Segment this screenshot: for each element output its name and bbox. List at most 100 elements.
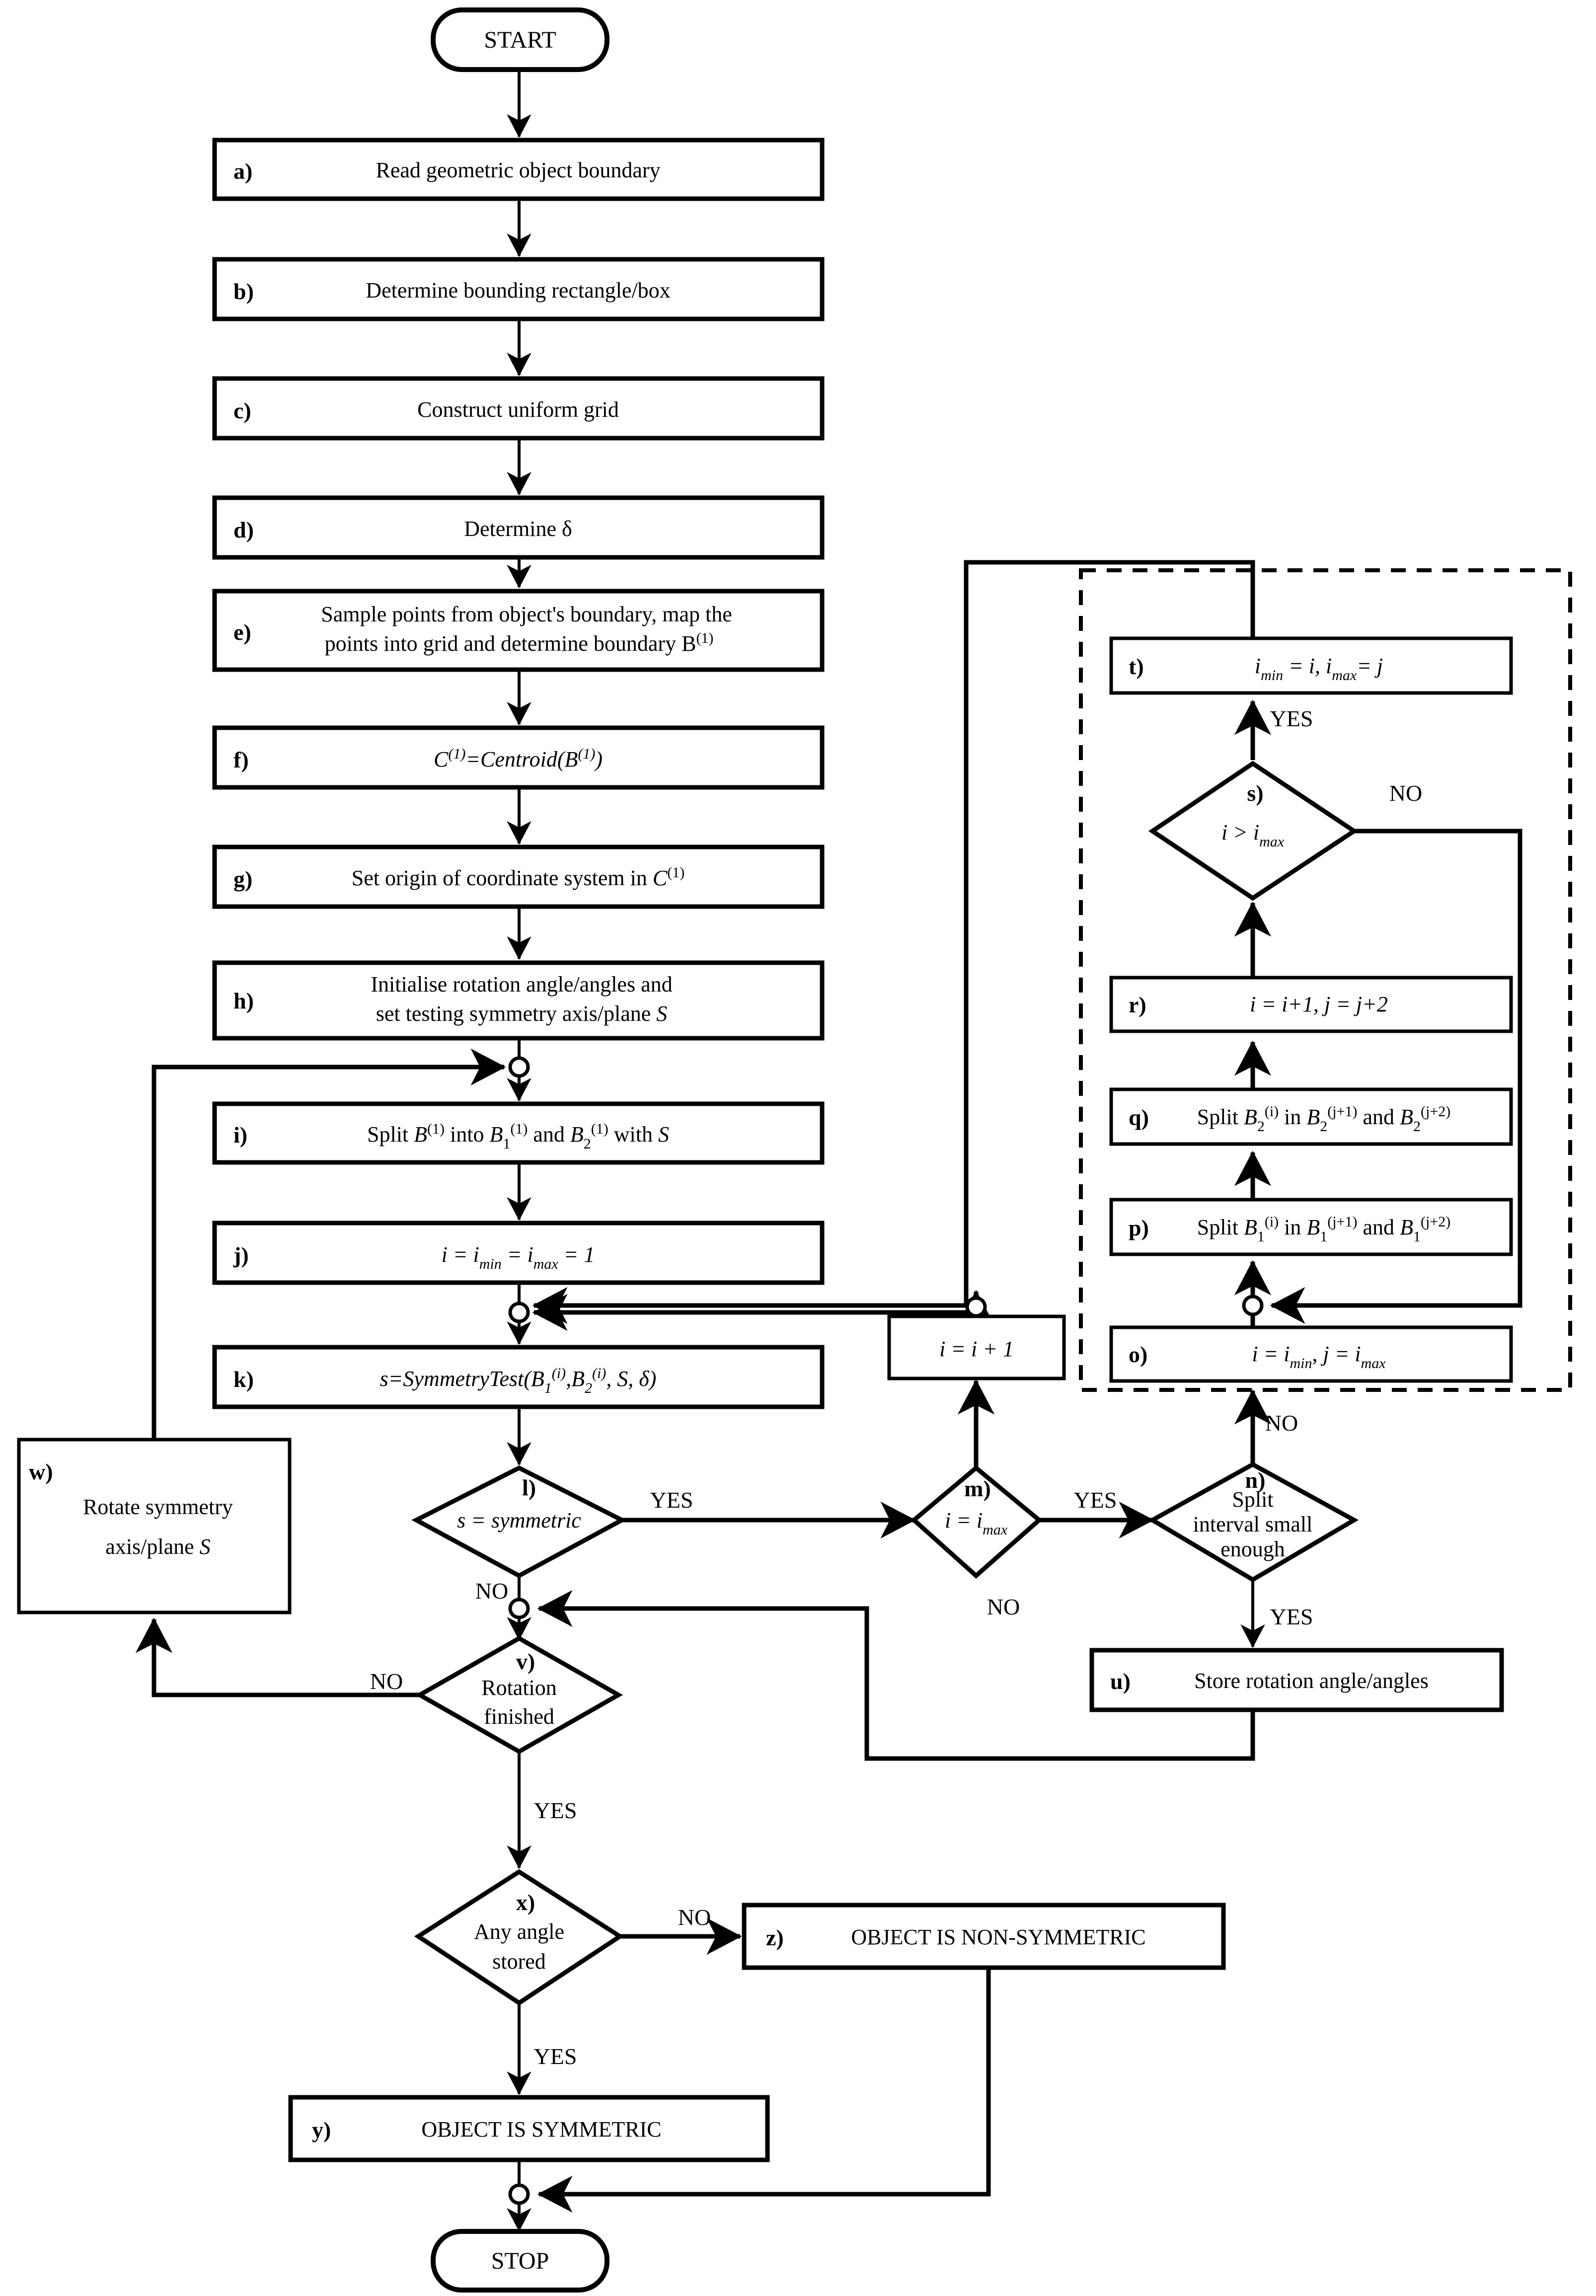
node-s-tag: s) bbox=[1247, 780, 1263, 806]
edge-label-l-no: NO bbox=[475, 1578, 508, 1604]
junction-dot-before-v bbox=[508, 1598, 530, 1619]
node-b-tag: b) bbox=[233, 279, 254, 304]
node-q[interactable]: q) Split B2(i) in B2(j+1) and B2(j+2) bbox=[1109, 1087, 1513, 1146]
node-k[interactable]: k) s=SymmetryTest(B1(i),B2(i), S, δ) bbox=[212, 1345, 825, 1409]
node-r-tag: r) bbox=[1129, 992, 1146, 1017]
node-v-label-line2: finished bbox=[484, 1704, 554, 1729]
node-r-label: i = i+1, j = j+2 bbox=[1250, 992, 1388, 1016]
node-m-tag: m) bbox=[964, 1476, 991, 1501]
node-j-tag: j) bbox=[233, 1242, 249, 1268]
node-start-label: START bbox=[484, 27, 556, 53]
node-c-tag: c) bbox=[233, 398, 251, 423]
node-m[interactable]: m) i = imax bbox=[911, 1465, 1043, 1579]
edge-label-m-no: NO bbox=[987, 1594, 1020, 1619]
node-increment[interactable]: i = i + 1 bbox=[887, 1314, 1066, 1380]
node-p[interactable]: p) Split B1(i) in B1(j+1) and B1(j+2) bbox=[1109, 1198, 1513, 1256]
node-h-tag: h) bbox=[233, 988, 254, 1013]
edge-label-n-yes: YES bbox=[1270, 1604, 1313, 1629]
node-n-label-line1: Split bbox=[1232, 1487, 1273, 1512]
node-y[interactable]: y) OBJECT IS SYMMETRIC bbox=[288, 2095, 770, 2162]
node-w-tag: w) bbox=[29, 1459, 53, 1484]
edge-label-x-no: NO bbox=[678, 1905, 711, 1930]
node-w-label-line2: axis/plane S bbox=[105, 1534, 210, 1559]
edge-label-n-no: NO bbox=[1265, 1410, 1298, 1436]
node-u-tag: u) bbox=[1110, 1669, 1131, 1694]
junction-dot-inc-return bbox=[965, 1296, 987, 1318]
node-y-tag: y) bbox=[312, 2117, 331, 2143]
edge-label-s-yes: YES bbox=[1270, 706, 1313, 731]
node-n-label-line2: interval small bbox=[1193, 1512, 1313, 1536]
node-t-tag: t) bbox=[1129, 654, 1144, 679]
node-t[interactable]: t) imin = i, imax= j bbox=[1109, 636, 1513, 695]
node-stop[interactable]: STOP bbox=[431, 2229, 609, 2293]
node-c[interactable]: c) Construct uniform grid bbox=[212, 376, 825, 441]
node-g-tag: g) bbox=[233, 866, 252, 892]
edge-label-x-yes: YES bbox=[534, 2044, 577, 2069]
node-g-label: Set origin of coordinate system in C(1) bbox=[352, 864, 684, 890]
node-v-tag: v) bbox=[516, 1649, 535, 1674]
node-d-tag: d) bbox=[233, 517, 254, 542]
node-v[interactable]: v) Rotation finished bbox=[415, 1635, 623, 1755]
node-f[interactable]: f) C(1)=Centroid(B(1)) bbox=[212, 725, 825, 790]
node-n[interactable]: n) Split interval small enough bbox=[1147, 1461, 1359, 1583]
node-i-tag: i) bbox=[233, 1122, 247, 1148]
node-n-tag: n) bbox=[1245, 1467, 1266, 1493]
junction-dot-before-i bbox=[508, 1056, 530, 1078]
node-j[interactable]: j) i = imin = imax = 1 bbox=[212, 1221, 825, 1285]
node-u[interactable]: u) Store rotation angle/angles bbox=[1089, 1648, 1504, 1712]
node-z-tag: z) bbox=[766, 1925, 784, 1950]
connector-s-no-loop bbox=[1270, 829, 1522, 1324]
node-h[interactable]: h) Initialise rotation angle/angles and … bbox=[212, 960, 825, 1041]
node-w-label-line1: Rotate symmetry bbox=[83, 1495, 233, 1519]
node-b[interactable]: b) Determine bounding rectangle/box bbox=[212, 257, 825, 321]
node-x[interactable]: x) Any angle stored bbox=[414, 1869, 624, 2006]
node-x-label-line1: Any angle bbox=[474, 1919, 564, 1944]
node-start[interactable]: START bbox=[431, 7, 609, 72]
connector-w-merge1 bbox=[152, 1048, 506, 1439]
node-r[interactable]: r) i = i+1, j = j+2 bbox=[1109, 976, 1513, 1033]
node-v-label-line1: Rotation bbox=[481, 1676, 557, 1700]
node-o-tag: o) bbox=[1129, 1342, 1147, 1367]
junction-dot-before-stop bbox=[508, 2183, 530, 2205]
node-z-label: OBJECT IS NON-SYMMETRIC bbox=[851, 1925, 1145, 1949]
edge-label-l-yes: YES bbox=[650, 1487, 693, 1513]
node-h-label-line2: set testing symmetry axis/plane S bbox=[376, 1001, 668, 1026]
node-a[interactable]: a) Read geometric object boundary bbox=[212, 138, 825, 201]
node-e[interactable]: e) Sample points from object's boundary,… bbox=[212, 589, 825, 672]
node-g[interactable]: g) Set origin of coordinate system in C(… bbox=[212, 844, 825, 909]
node-l-tag: l) bbox=[522, 1475, 536, 1500]
node-l[interactable]: l) s = symmetric bbox=[411, 1465, 627, 1579]
edge-label-s-no: NO bbox=[1389, 780, 1422, 806]
node-n-label-line3: enough bbox=[1220, 1537, 1285, 1561]
node-f-label: C(1)=Centroid(B(1)) bbox=[434, 746, 603, 771]
node-d[interactable]: d) Determine δ bbox=[212, 495, 825, 560]
edge-label-v-yes: YES bbox=[534, 1798, 577, 1823]
node-b-label: Determine bounding rectangle/box bbox=[366, 278, 670, 303]
node-x-tag: x) bbox=[516, 1890, 535, 1915]
node-s[interactable]: s) i > imax bbox=[1148, 761, 1359, 901]
node-d-label: Determine δ bbox=[464, 517, 572, 541]
edge-label-m-yes: YES bbox=[1074, 1487, 1117, 1513]
node-x-label-line2: stored bbox=[492, 1949, 546, 1974]
connector-u-v bbox=[537, 1590, 1255, 1761]
node-o[interactable]: o) i = imin, j = imax bbox=[1109, 1325, 1513, 1383]
node-c-label: Construct uniform grid bbox=[417, 397, 619, 422]
junction-dot-before-p bbox=[1242, 1295, 1264, 1316]
dashed-subroutine-region bbox=[1079, 568, 1572, 1392]
node-h-label-line1: Initialise rotation angle/angles and bbox=[371, 972, 672, 996]
node-i[interactable]: i) Split B(1) into B1(1) and B2(1) with … bbox=[212, 1101, 825, 1165]
node-p-tag: p) bbox=[1129, 1215, 1149, 1240]
node-a-tag: a) bbox=[233, 158, 252, 184]
connector-z-stop bbox=[537, 1967, 991, 2213]
node-e-label-line1: Sample points from object's boundary, ma… bbox=[321, 602, 732, 626]
node-e-label-line2: points into grid and determine boundary … bbox=[325, 630, 714, 656]
connector-t-merge2 bbox=[532, 560, 1255, 1324]
node-stop-label: STOP bbox=[491, 2248, 549, 2274]
node-e-tag: e) bbox=[233, 619, 251, 645]
edge-label-v-no: NO bbox=[370, 1669, 403, 1694]
node-k-tag: k) bbox=[233, 1367, 254, 1392]
node-z[interactable]: z) OBJECT IS NON-SYMMETRIC bbox=[742, 1903, 1226, 1970]
node-w[interactable]: w) Rotate symmetry axis/plane S bbox=[17, 1438, 292, 1614]
node-f-tag: f) bbox=[233, 747, 249, 772]
